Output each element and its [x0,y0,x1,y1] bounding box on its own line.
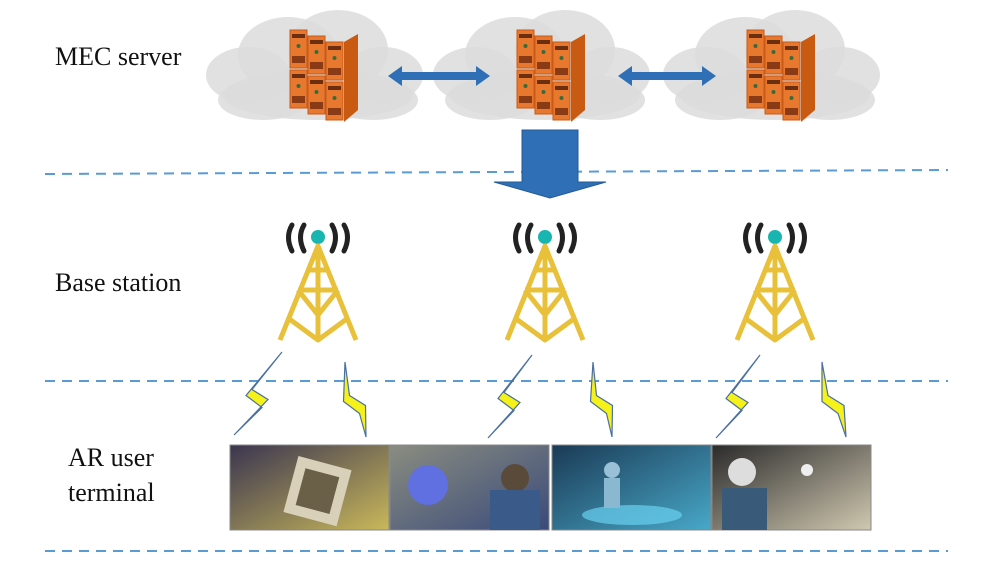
double-arrow-icon [618,66,716,86]
layer-label-ar-terminal-1: AR user [68,443,154,472]
ar-photo [389,444,550,531]
layer-divider-1 [44,169,949,175]
ar-photo [711,444,872,531]
ar-photo [229,444,390,531]
cell-tower-icon [734,222,816,343]
lightning-icon [487,354,533,439]
lightning-icon [821,361,847,438]
double-arrow-icon [388,66,490,86]
lightning-icon [715,354,761,439]
server-rack-icon [516,29,585,122]
lightning-icon [233,351,283,436]
down-arrow-icon [493,129,607,199]
lightning-icon [589,361,614,438]
lightning-icon [342,361,367,438]
layer-label-base-station: Base station [55,268,182,297]
layer-label-mec-server: MEC server [55,42,182,71]
server-rack-icon [746,29,815,122]
cell-tower-icon [277,222,359,343]
ar-photo [551,444,712,531]
server-rack-icon [289,29,358,122]
cell-tower-icon [504,222,586,343]
layer-label-ar-terminal-2: terminal [68,478,155,507]
